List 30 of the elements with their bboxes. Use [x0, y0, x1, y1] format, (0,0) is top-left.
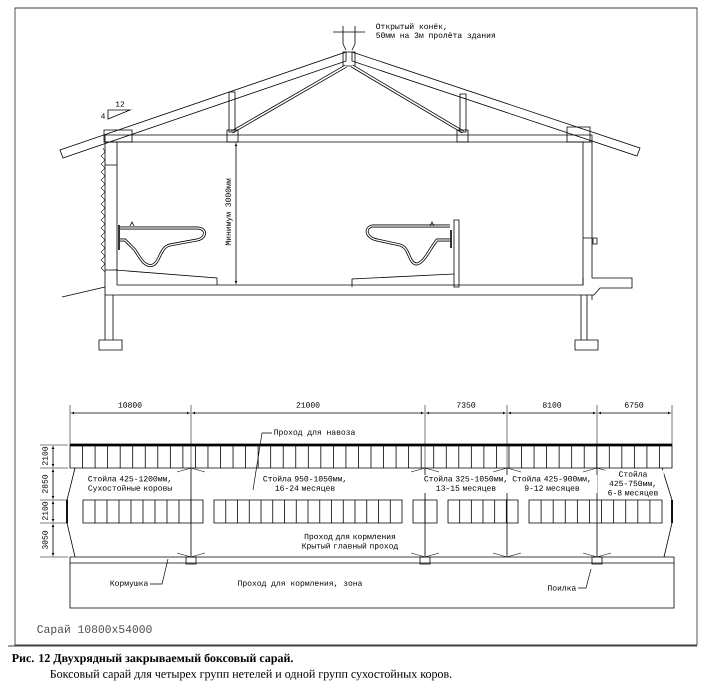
- figure-title: Рис. 12 Двухрядный закрываемый боксовый сарай.: [12, 653, 293, 665]
- group-label: Стойла 950-1050мм, 16-24 месяцев: [257, 475, 353, 493]
- dimension-text: 10800: [118, 402, 142, 408]
- dimension-text: 2100: [42, 502, 48, 520]
- dimension-text: 6750: [625, 402, 644, 408]
- dimension-text: 8100: [542, 402, 562, 408]
- slope-label: 4: [101, 113, 105, 119]
- dimension-text: 2850: [42, 474, 48, 494]
- leader-label: Проход для навоза: [274, 430, 356, 436]
- area-label: Проход для кормления Крытый главный проход: [295, 533, 405, 551]
- dimension-text: 7350: [457, 402, 476, 408]
- dimension-text: 3050: [42, 530, 48, 550]
- note-text: 50мм на 3м пролёта здания: [376, 32, 495, 40]
- group-label: Стойла 425-1200мм, Сухостойные коровы: [82, 474, 178, 493]
- barn-size-text: Сарай 10800х54000: [37, 624, 152, 636]
- leader-line: [578, 568, 592, 588]
- leader-label: Кормушка: [110, 580, 148, 588]
- group-label: Стойла 425-900мм, 9-12 месяцев: [506, 475, 598, 493]
- group-label: Стойла 425-750мм, 6-8 месяцев: [602, 470, 664, 498]
- figure-caption: Боксовый сарай для четырех групп нетелей и одной групп сухостойных коров.: [50, 670, 452, 680]
- group-label: Стойла 325-1050мм, 13-15 месяцев: [418, 475, 514, 493]
- leader-label: Поилка: [548, 585, 576, 591]
- slope-label: 12: [116, 101, 124, 107]
- note-text: Открытый конёк,: [376, 23, 446, 31]
- leader-line: [150, 558, 168, 584]
- dimension-text: 2100: [42, 446, 48, 466]
- dimension-text: Минимум 3000мм: [226, 178, 232, 246]
- area-label: Проход для кормления, зона: [238, 580, 362, 588]
- leader-line: [252, 432, 272, 490]
- dimension-text: 21000: [296, 402, 320, 408]
